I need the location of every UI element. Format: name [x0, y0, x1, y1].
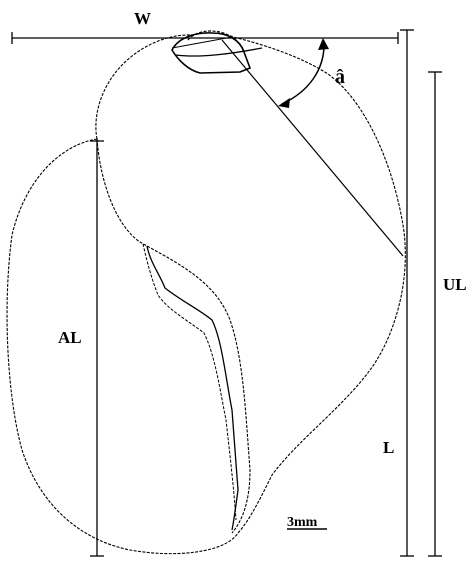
aperture-lip-outer	[146, 245, 239, 531]
spire-line-diagonal	[221, 39, 404, 257]
length-label: L	[383, 438, 394, 457]
upper-length-label: UL	[443, 275, 467, 294]
apex-suture	[175, 47, 263, 57]
angle-arrowhead-top	[318, 38, 329, 50]
aperture-lip-inner	[142, 243, 237, 521]
scale-bar-label: 3mm	[287, 515, 318, 530]
width-label: W	[134, 9, 151, 28]
angle-arc	[281, 41, 325, 105]
aperture-length-label: AL	[58, 328, 82, 347]
columella-curve	[96, 138, 251, 534]
angle-arrowhead-bottom	[278, 98, 290, 108]
shell-outline	[6, 32, 406, 555]
apex-whorl	[171, 32, 252, 74]
spire-line-left	[171, 36, 233, 49]
angle-label: â	[335, 66, 345, 88]
